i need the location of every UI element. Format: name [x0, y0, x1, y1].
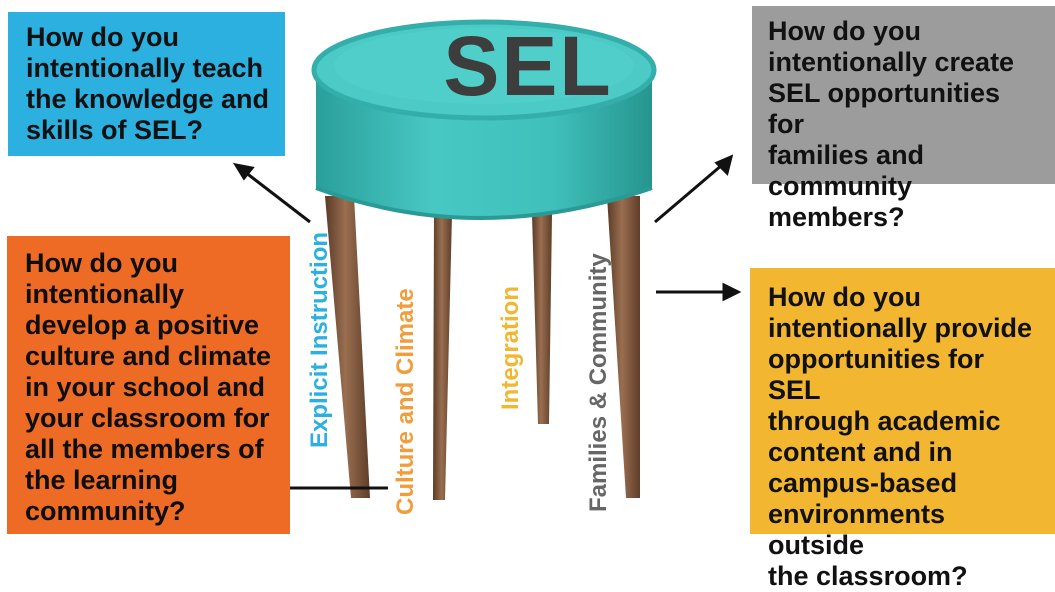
stool-title: SEL [443, 19, 613, 113]
question-text-culture: How do you intentionally develop a posit… [25, 248, 272, 526]
question-box-culture-climate: How do you intentionally develop a posit… [7, 236, 290, 534]
front-leg-left [325, 196, 370, 498]
back-leg-right [532, 214, 552, 424]
leg-label-culture-and-climate: Culture and Climate [392, 288, 419, 515]
question-text-families: How do you intentionally create SEL oppo… [768, 16, 1015, 232]
back-leg-left [433, 214, 452, 500]
question-box-integration: How do you intentionally provide opportu… [750, 268, 1055, 591]
question-text-explicit: How do you intentionally teach the knowl… [26, 22, 270, 145]
question-box-families-community: How do you intentionally create SEL oppo… [752, 6, 1055, 232]
leg-label-integration: Integration [497, 286, 524, 410]
question-box-explicit-instruction: How do you intentionally teach the knowl… [8, 12, 285, 156]
question-text-integration: How do you intentionally provide opportu… [768, 282, 1033, 591]
leg-label-explicit-instruction: Explicit Instruction [306, 231, 333, 448]
leg-label-families-community: Families & Community [585, 253, 612, 512]
front-leg-right [607, 196, 640, 498]
